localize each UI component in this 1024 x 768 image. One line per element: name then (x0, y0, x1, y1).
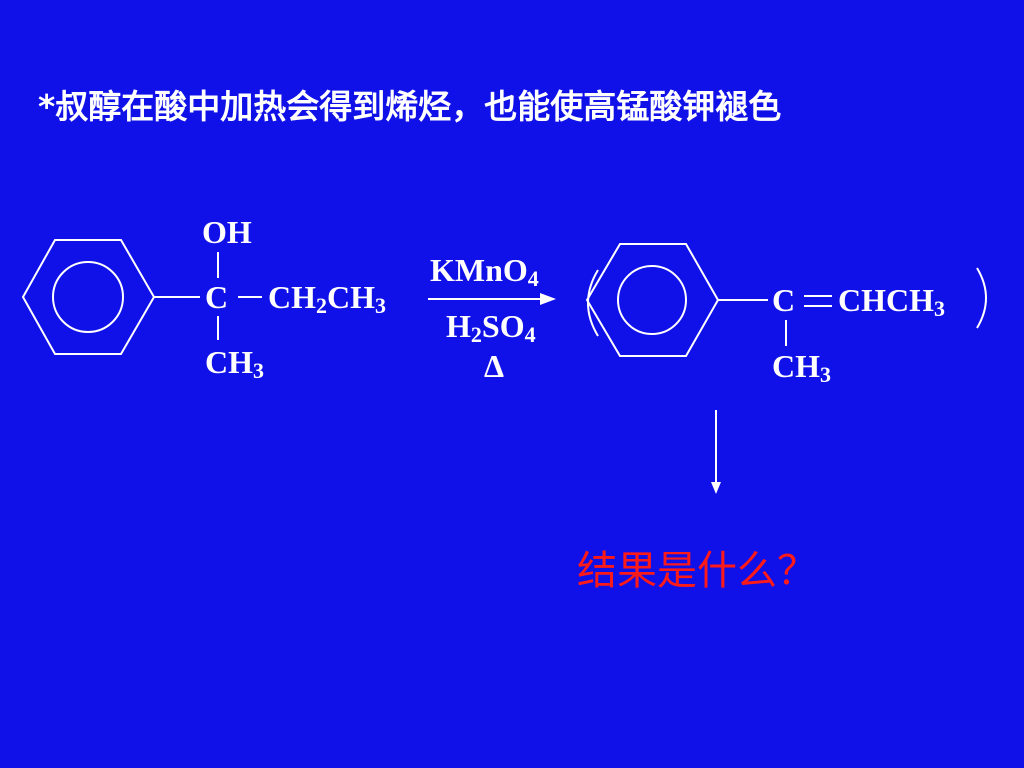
reactant-benzene-circle (52, 261, 124, 333)
slide-title: *叔醇在酸中加热会得到烯烃，也能使高锰酸钾褪色 (38, 87, 782, 126)
reagent-label: KMnO4 (430, 252, 539, 291)
product-benzene-circle (617, 265, 687, 335)
reactant-benzene-ring (21, 239, 156, 355)
heat-symbol: Δ (484, 348, 505, 384)
product-propenyl-label: CHCH3 (838, 282, 945, 321)
product-carbon-label: C (772, 282, 796, 318)
down-arrowhead (711, 482, 721, 494)
product-bracket-right (976, 267, 987, 329)
reaction-arrowhead (540, 293, 556, 305)
reactant-ethyl-label: CH2CH3 (268, 279, 386, 318)
catalyst-label: H2SO4 (446, 308, 536, 347)
product-methyl-label: CH3 (772, 348, 831, 387)
question-text: 结果是什么？ (577, 548, 817, 594)
product-benzene-ring (585, 243, 720, 357)
reactant-carbon-label: C (205, 279, 229, 315)
reactant-oh-label: OH (202, 214, 252, 250)
reactant-methyl-label: CH3 (205, 344, 264, 383)
